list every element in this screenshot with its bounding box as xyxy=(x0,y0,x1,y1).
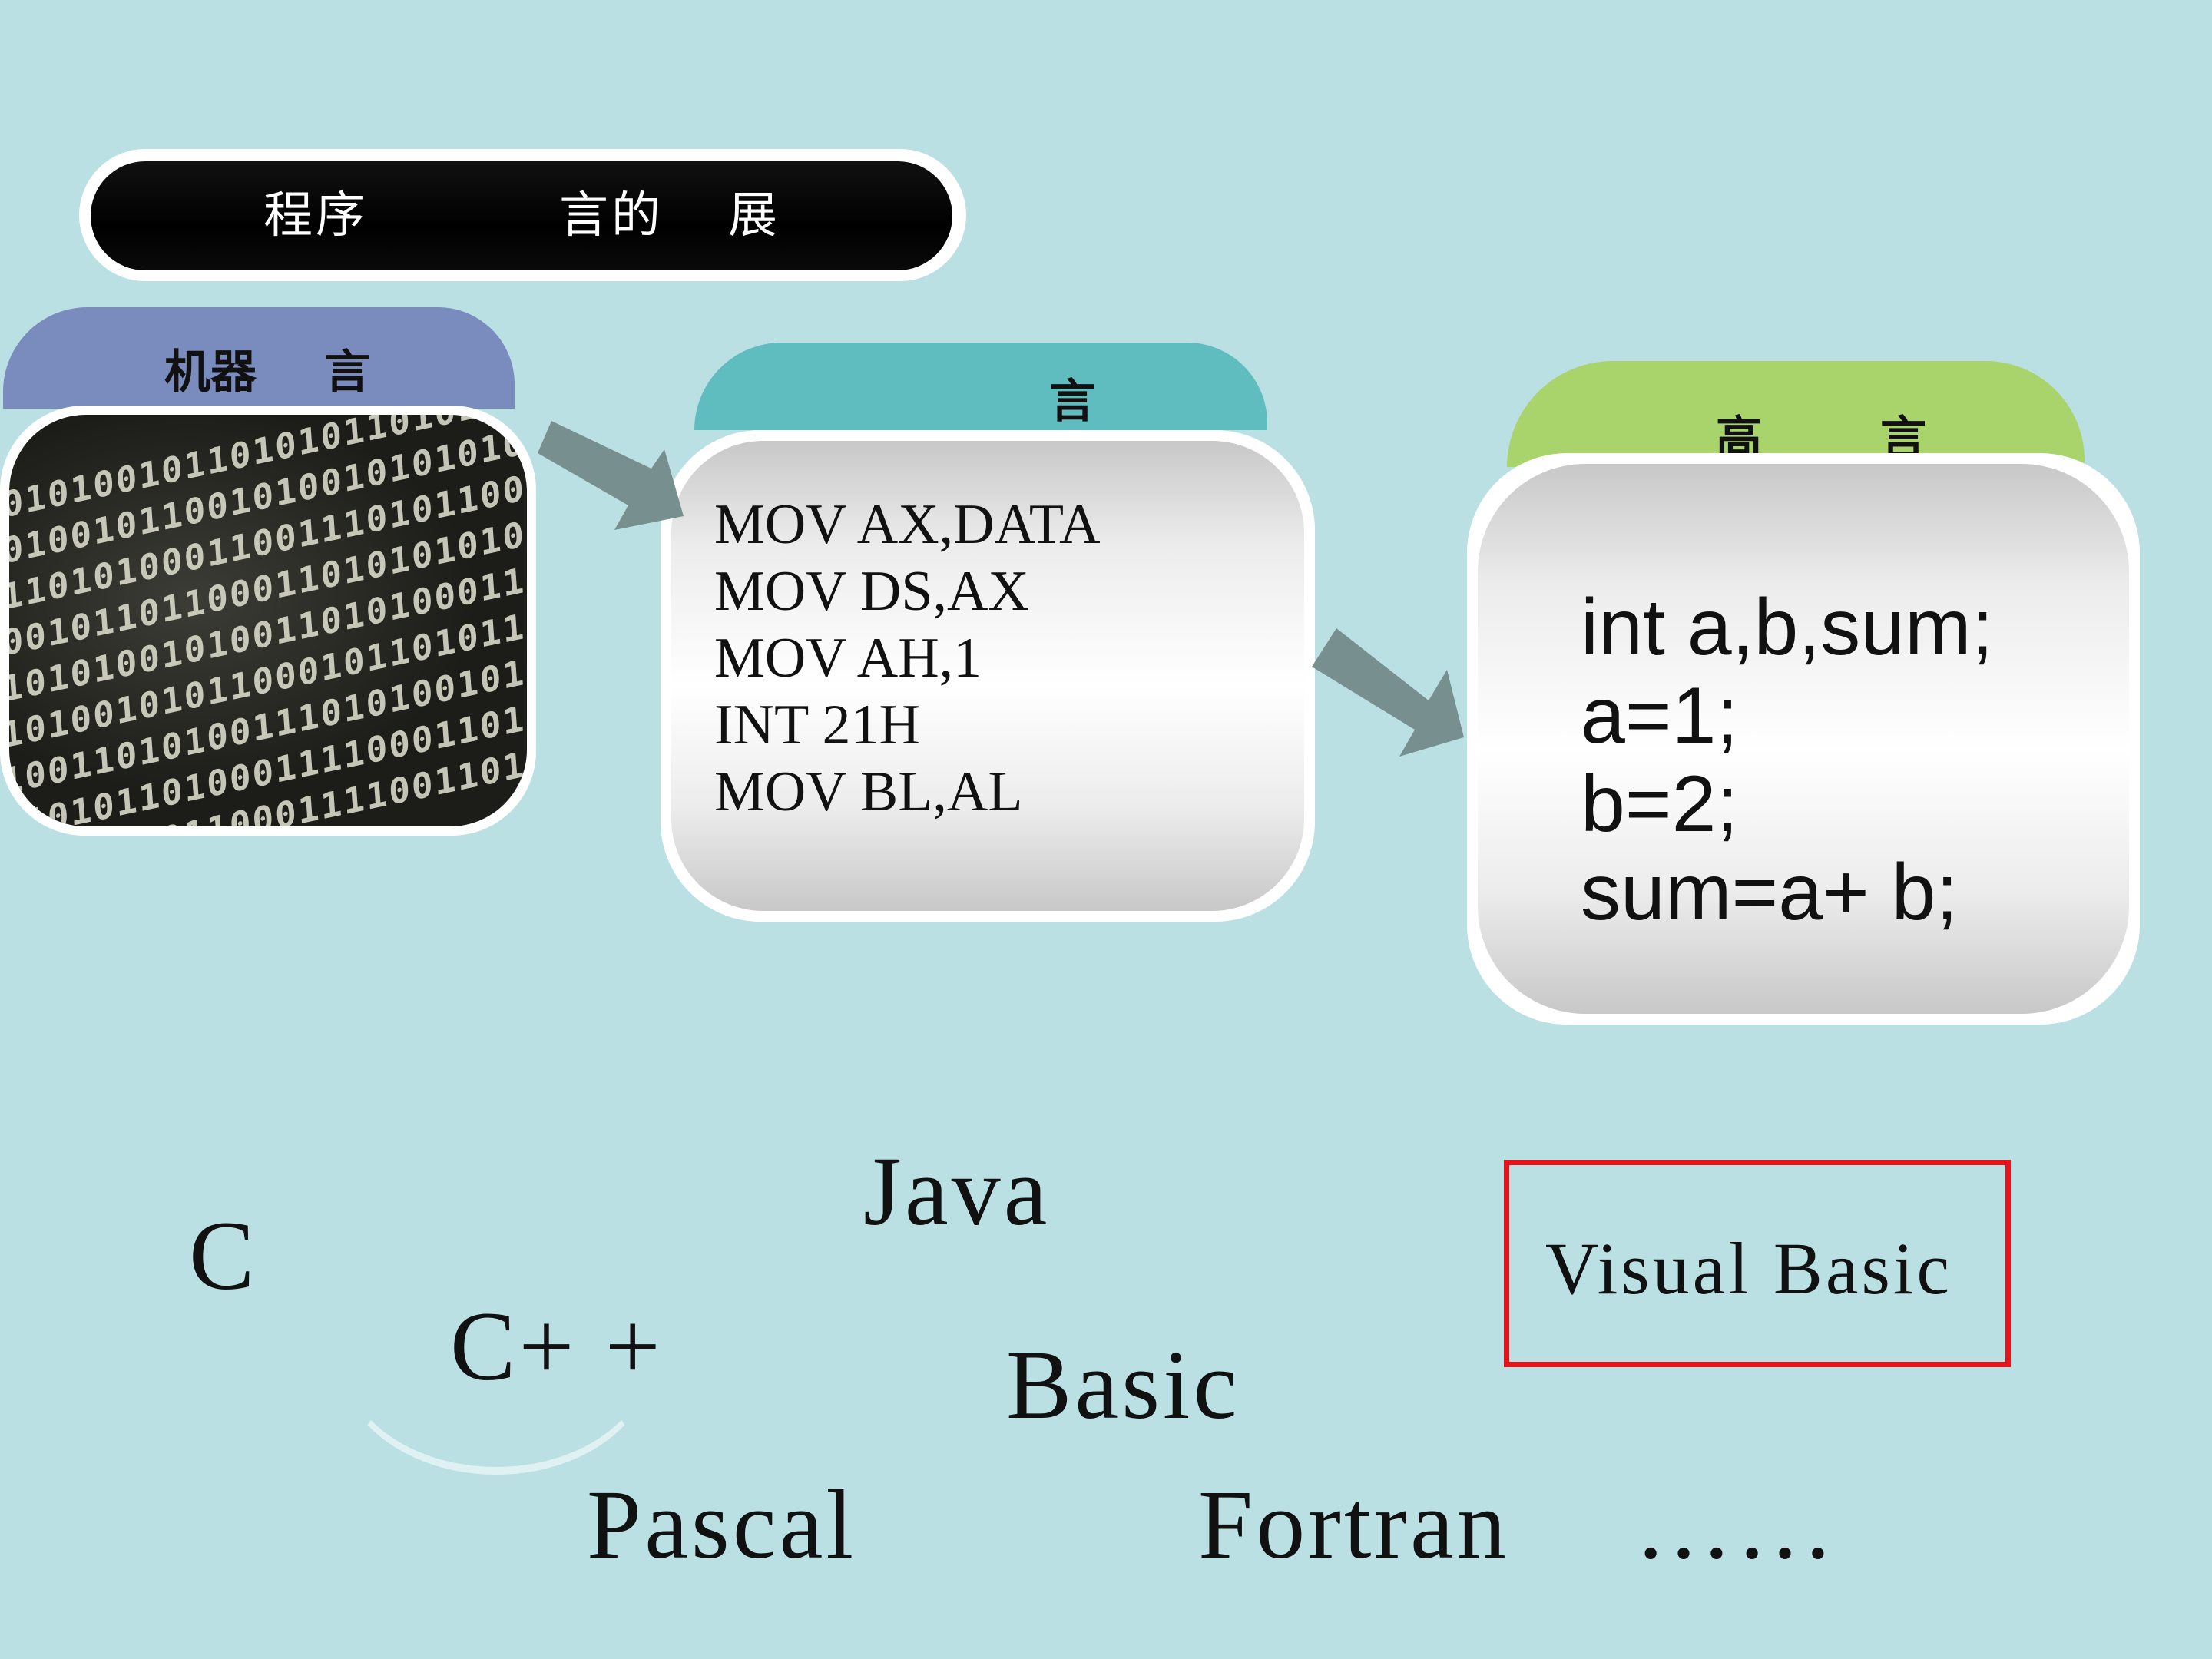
language-c: C xyxy=(189,1200,257,1313)
language-basic: Basic xyxy=(1006,1329,1240,1442)
language-fortran: Fortran xyxy=(1198,1469,1509,1581)
language-visual-basic: Visual Basic xyxy=(1545,1226,1952,1311)
language-cpp: C+ + xyxy=(450,1290,664,1403)
language-java: Java xyxy=(863,1135,1050,1248)
language-ellipsis: …… xyxy=(1634,1469,1837,1581)
language-pascal: Pascal xyxy=(587,1469,856,1581)
arrow-assembly-to-high-level xyxy=(1312,628,1464,757)
arrow-machine-to-assembly xyxy=(538,421,684,530)
